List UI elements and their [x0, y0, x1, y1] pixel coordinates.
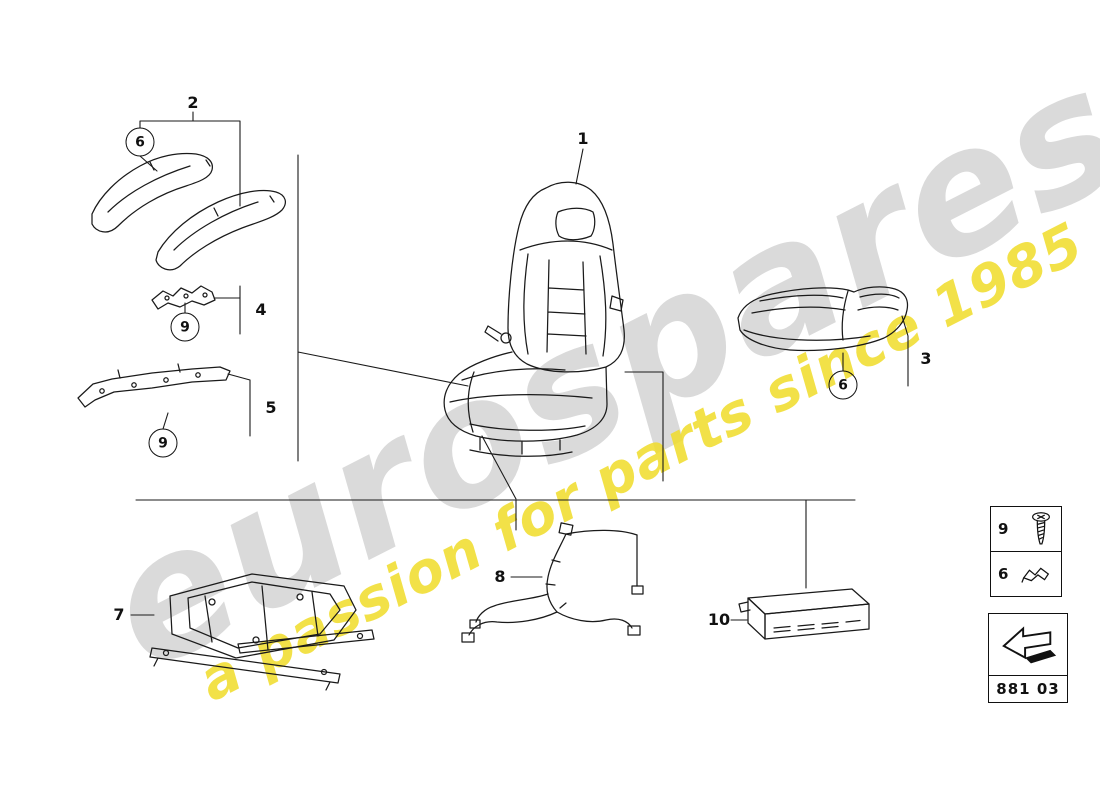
arrow-icon-wrap	[989, 614, 1067, 676]
direction-arrow-icon	[1002, 625, 1057, 663]
legend-row-clip: 6	[990, 550, 1062, 597]
callout-6-circle-cushion[interactable]: 6	[828, 370, 858, 400]
callout-4[interactable]: 4	[255, 300, 267, 319]
callout-10[interactable]: 10	[707, 610, 731, 629]
seat-frame-drawing	[150, 574, 374, 690]
diagram-code-box: 881 03	[988, 613, 1068, 703]
legend-label-9: 9	[998, 520, 1009, 538]
backrest-trim-drawing	[92, 154, 285, 270]
legend-label-6: 6	[998, 564, 1009, 583]
callout-5[interactable]: 5	[265, 398, 277, 417]
callout-2[interactable]: 2	[187, 93, 199, 112]
screw-icon	[1032, 512, 1050, 545]
legend-row-screw: 9	[990, 506, 1062, 552]
bracket-drawing	[152, 286, 215, 309]
seat-cushion-drawing	[738, 287, 908, 351]
leader-lines	[131, 112, 908, 620]
rail-strip-drawing	[78, 364, 230, 407]
callout-1[interactable]: 1	[577, 129, 589, 148]
clip-icon	[1021, 566, 1050, 583]
callout-9-circle-rail[interactable]: 9	[148, 428, 178, 458]
callout-9-circle-bracket[interactable]: 9	[170, 312, 200, 342]
control-module-drawing	[739, 589, 869, 639]
wiring-harness-drawing	[462, 523, 643, 642]
part-group-code: 881 03	[996, 680, 1060, 698]
callout-8[interactable]: 8	[494, 567, 506, 586]
callout-7[interactable]: 7	[113, 605, 125, 624]
callout-3[interactable]: 3	[920, 349, 932, 368]
seat-assembly-drawing	[444, 182, 624, 456]
fastener-legend: 9 6	[990, 506, 1062, 597]
callout-6-circle-trim[interactable]: 6	[125, 127, 155, 157]
